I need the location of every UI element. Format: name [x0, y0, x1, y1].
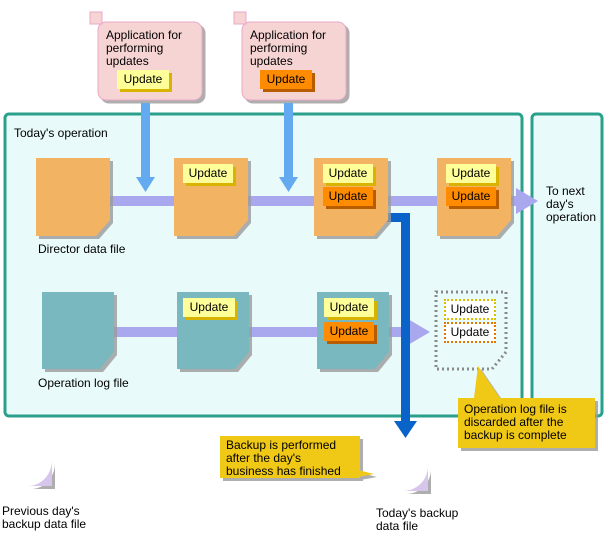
director-doc-1	[36, 158, 110, 236]
todays-operation-title: Today's operation	[14, 126, 108, 140]
log-doc-3-update-tag-1: Update	[324, 298, 374, 317]
operation-log-file-label: Operation log file	[38, 376, 129, 390]
log-doc-1	[42, 292, 114, 369]
application-2-label-line-1: Application for	[250, 28, 327, 42]
previous-backup-label-line-1: Previous day's	[2, 504, 80, 518]
director-doc-3-update-tag-1: Update	[323, 164, 373, 183]
next-day-panel	[530, 112, 604, 418]
application-box-1-corner	[89, 11, 103, 25]
backup-callout	[220, 436, 374, 478]
previous-backup-label-line-2: backup data file	[2, 517, 87, 531]
backup-callout-line-3: business has finished	[226, 464, 341, 478]
app-2-update-tag: Update	[260, 70, 312, 89]
log-doc-2-update-tag: Update	[183, 298, 235, 317]
app-arrow-2	[279, 103, 298, 192]
discarded-doc-update-tag-2: Update	[444, 322, 496, 343]
application-1-label: Application for performing updates	[106, 29, 182, 68]
application-1-label-line-1: Application for	[106, 28, 183, 42]
backup-callout-line-1: Backup is performed	[226, 438, 337, 452]
previous-backup-disk	[28, 434, 52, 486]
today-backup-label-line-2: data file	[376, 519, 419, 533]
today-backup-disk	[403, 441, 428, 491]
director-doc-2-update-tag: Update	[183, 164, 233, 183]
next-day-label-line-1: To next	[546, 184, 585, 198]
discard-callout	[458, 366, 595, 448]
next-day-label-line-3: operation	[546, 210, 597, 224]
director-doc-3-update-tag-2: Update	[323, 187, 373, 206]
next-day-label: To next day's operation	[546, 185, 596, 224]
backup-callout-text: Backup is performed after the day's busi…	[226, 439, 341, 478]
discarded-log-doc	[434, 290, 508, 371]
discard-callout-line-2: discarded after the	[464, 415, 564, 429]
director-doc-4-update-tag-1: Update	[446, 164, 496, 183]
next-day-label-line-2: day's	[546, 197, 574, 211]
log-doc-3-update-tag-2: Update	[324, 322, 374, 341]
application-1-label-line-3: updates	[106, 54, 149, 68]
today-backup-label-line-1: Today's backup	[376, 506, 459, 520]
discard-callout-line-3: backup is complete	[464, 428, 567, 442]
discard-callout-line-1: Operation log file is	[464, 402, 567, 416]
application-2-label-line-2: performing	[250, 41, 308, 55]
app-arrow-1	[136, 103, 155, 192]
app-1-update-tag: Update	[117, 70, 169, 89]
application-2-label-line-3: updates	[250, 54, 293, 68]
todays-operation-panel	[3, 112, 524, 418]
backup-callout-line-2: after the day's	[226, 451, 301, 465]
application-1-label-line-2: performing	[106, 41, 164, 55]
application-2-label: Application for performing updates	[250, 29, 326, 68]
log-flow-arrow	[112, 319, 430, 345]
backup-arrow	[378, 213, 417, 438]
discarded-doc-update-tag-1: Update	[444, 299, 496, 320]
today-backup-label: Today's backup data file	[376, 507, 458, 533]
previous-backup-label: Previous day's backup data file	[2, 505, 86, 531]
application-box-2-corner	[233, 11, 247, 25]
director-doc-4-update-tag-2: Update	[446, 187, 496, 206]
director-flow-arrow	[108, 188, 538, 214]
discard-callout-text: Operation log file is discarded after th…	[464, 403, 567, 442]
director-data-file-label: Director data file	[38, 242, 126, 256]
